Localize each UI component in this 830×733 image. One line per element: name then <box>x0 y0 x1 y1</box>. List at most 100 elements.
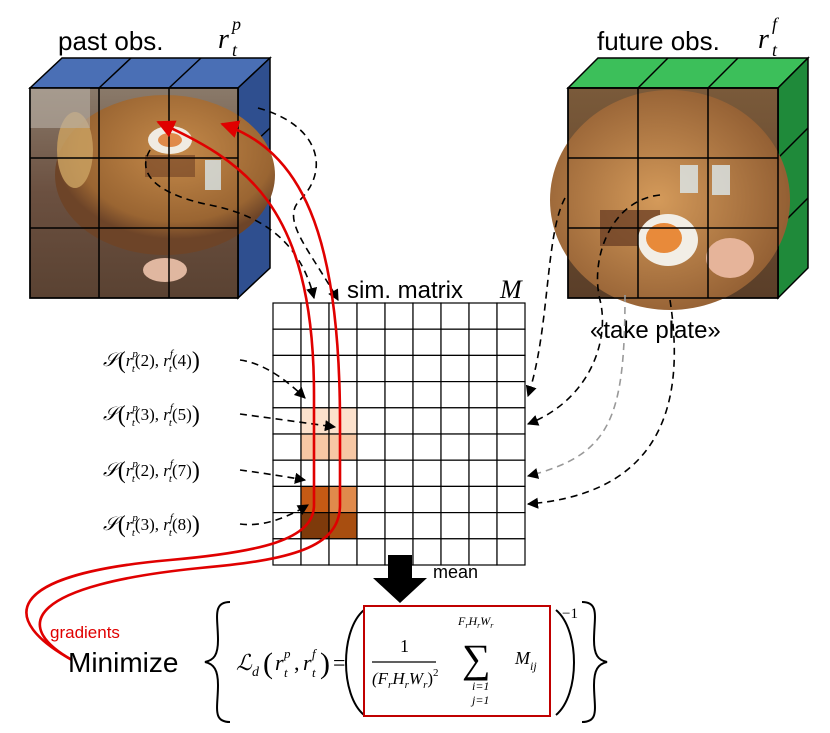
matrix-cell <box>356 433 386 461</box>
svg-text:t: t <box>772 40 778 60</box>
loss-symbol: ℒ <box>236 650 253 675</box>
formula-box <box>363 605 551 717</box>
action-label: «take plate» <box>590 317 721 344</box>
matrix-cell <box>328 538 358 566</box>
matrix-cell <box>412 511 442 540</box>
matrix-cell <box>440 354 470 383</box>
matrix-cell <box>272 354 302 383</box>
matrix-cell <box>496 485 526 514</box>
matrix-cell <box>412 381 442 409</box>
matrix-cell <box>384 354 414 383</box>
svg-text:=: = <box>333 650 345 675</box>
matrix-cell <box>412 433 442 461</box>
past-obs-symbol: r t p <box>218 14 241 60</box>
matrix-cell <box>468 511 498 540</box>
matrix-cell <box>384 302 414 330</box>
matrix-cell <box>496 328 526 357</box>
matrix-cell <box>356 354 386 383</box>
matrix-cell <box>496 538 526 566</box>
svg-text:(: ( <box>263 647 273 680</box>
matrix-cell <box>440 433 470 461</box>
sum-lower-i: i=1 <box>472 679 489 693</box>
matrix-cell <box>496 381 526 409</box>
svg-text:(FrHrWr)2: (FrHrWr)2 <box>372 667 439 691</box>
mean-arrow <box>373 555 427 603</box>
svg-text:,: , <box>294 650 300 675</box>
mean-label: mean <box>433 562 478 582</box>
svg-text:𝒮(rpt(2), rft(7)): 𝒮(rpt(2), rft(7)) <box>103 458 200 485</box>
matrix-cell <box>356 381 386 409</box>
past-to-matrix-arrows <box>144 107 339 301</box>
future-obs-label: future obs. <box>597 26 720 56</box>
matrix-cell <box>384 407 414 435</box>
matrix-cell <box>384 459 414 488</box>
matrix-cell <box>328 485 358 514</box>
matrix-cell <box>440 328 470 357</box>
sum-lower-j: j=1 <box>470 693 489 707</box>
matrix-cell <box>384 433 414 461</box>
matrix-cell <box>272 459 302 488</box>
gradients-label: gradients <box>50 623 120 642</box>
matrix-cell <box>384 328 414 357</box>
matrix-cell <box>356 328 386 357</box>
matrix-cell <box>356 407 386 435</box>
fraction-numerator: 1 <box>400 636 409 656</box>
matrix-cell <box>328 511 358 540</box>
matrix-cell <box>328 381 358 409</box>
matrix-cell <box>468 328 498 357</box>
matrix-cell <box>328 433 358 461</box>
matrix-cell <box>468 459 498 488</box>
svg-text:t: t <box>232 40 238 60</box>
future-to-matrix-arrows <box>525 194 676 509</box>
matrix-cell <box>412 459 442 488</box>
matrix-cell <box>272 407 302 435</box>
matrix-cell <box>468 302 498 330</box>
matrix-cell <box>384 485 414 514</box>
future-obs-symbol: r t f <box>758 14 780 60</box>
past-obs-cube <box>28 56 275 300</box>
matrix-cell <box>496 407 526 435</box>
matrix-cell <box>356 511 386 540</box>
svg-text:r: r <box>758 24 769 55</box>
matrix-cell <box>272 381 302 409</box>
svg-text:𝒮(rpt(3), rft(8)): 𝒮(rpt(3), rft(8)) <box>103 512 200 539</box>
matrix-cell <box>356 302 386 330</box>
sum-upper: FrHrWr <box>457 614 494 630</box>
matrix-cell <box>468 407 498 435</box>
svg-text:𝒮(rpt(2), rft(4)): 𝒮(rpt(2), rft(4)) <box>103 348 200 375</box>
exponent: −1 <box>562 606 578 622</box>
matrix-cell <box>412 407 442 435</box>
svg-text:): ) <box>320 647 330 680</box>
matrix-cell <box>440 511 470 540</box>
matrix-cell <box>468 354 498 383</box>
matrix-cell <box>384 511 414 540</box>
past-obs-label: past obs. <box>58 26 164 56</box>
matrix-cell <box>384 381 414 409</box>
matrix-cell <box>272 485 302 514</box>
matrix-cell <box>412 328 442 357</box>
matrix-cell <box>412 302 442 330</box>
gradient-arrows <box>25 120 342 662</box>
matrix-cell <box>272 328 302 357</box>
matrix-cell <box>272 433 302 461</box>
matrix-cell <box>328 328 358 357</box>
svg-text:t: t <box>312 665 316 680</box>
matrix-cell <box>440 485 470 514</box>
matrix-cell <box>440 302 470 330</box>
matrix-label: sim. matrix <box>347 277 463 304</box>
svg-text:t: t <box>284 665 288 680</box>
loss-subscript: d <box>252 665 260 680</box>
matrix-cell <box>496 354 526 383</box>
svg-text:p: p <box>283 646 291 661</box>
svg-text:𝒮(rpt(3), rft(5)): 𝒮(rpt(3), rft(5)) <box>103 402 200 429</box>
matrix-cell <box>468 485 498 514</box>
matrix-cell <box>468 381 498 409</box>
loss-formula: ℒ d ( r t p , r t f ) = 1 (FrHrWr)2 FrHr… <box>204 601 608 723</box>
minimize-label: Minimize <box>68 647 178 678</box>
svg-text:r: r <box>218 24 229 55</box>
